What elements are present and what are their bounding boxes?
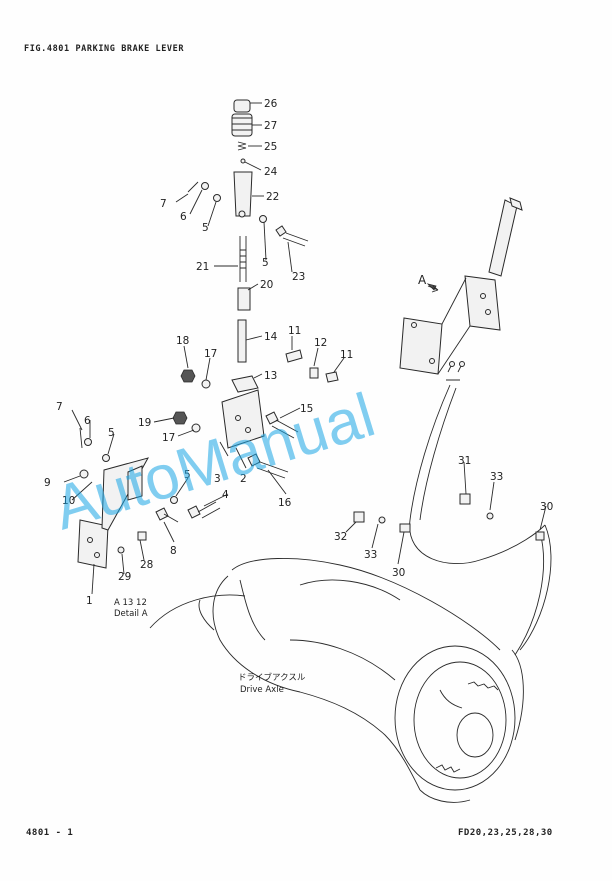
- page-number: 4801 - 1: [26, 828, 74, 838]
- callout: 11: [288, 325, 301, 337]
- callout: 30: [540, 501, 553, 513]
- callout: 5: [184, 469, 191, 481]
- detail-label: Detail A: [114, 609, 148, 619]
- view-label: A: [418, 273, 427, 287]
- callout: 6: [180, 211, 187, 223]
- callout: 32: [334, 531, 347, 543]
- callout: 4: [222, 489, 229, 501]
- callout: 8: [170, 545, 177, 557]
- callout: 25: [264, 141, 277, 153]
- callout: 31: [458, 455, 471, 467]
- callout: 12: [314, 337, 327, 349]
- callout: 33: [364, 549, 377, 561]
- callout: 26: [264, 98, 278, 110]
- callout: 3: [214, 473, 221, 485]
- callout: 19: [138, 417, 151, 429]
- callout: 33: [490, 471, 503, 483]
- callout: 5: [108, 427, 115, 439]
- callout: 22: [266, 191, 279, 203]
- brake-cable-drawing: [399, 361, 552, 656]
- callout: 20: [260, 279, 273, 291]
- figure-title: FIG.4801 PARKING BRAKE LEVER: [24, 44, 185, 54]
- callout: 11: [340, 349, 353, 361]
- detail-ticks: A 13 12: [114, 598, 147, 608]
- view-arrow-icon: [427, 285, 439, 293]
- callout: 17: [204, 348, 217, 360]
- watermark-text: AutoManual: [46, 381, 383, 544]
- axle-label-jp: ドライブアクスル: [238, 672, 306, 683]
- callout: 1: [86, 595, 93, 607]
- axle-label-en: Drive Axle: [240, 685, 284, 695]
- callout: 7: [56, 401, 63, 413]
- model-list: FD20,23,25,28,30: [458, 828, 553, 838]
- callout: 30: [392, 567, 405, 579]
- parking-lever-assembly: [399, 197, 523, 375]
- callout: 23: [292, 271, 305, 283]
- callout: 2: [240, 473, 247, 485]
- callout: 5: [262, 257, 269, 269]
- callout: 17: [162, 432, 175, 444]
- callout-leaders: [63, 102, 547, 595]
- callout: 5: [202, 222, 209, 234]
- callout: 27: [264, 120, 277, 132]
- lever-linkage-parts: [77, 99, 494, 569]
- callout: 13: [264, 370, 277, 382]
- callout: 9: [44, 477, 51, 489]
- callout: 14: [264, 331, 278, 343]
- callout: 10: [62, 495, 75, 507]
- callout-labels: 26 27 25 24 22 7 6 5 5 23 21 20 14 11 12…: [44, 98, 553, 607]
- callout: 24: [264, 166, 278, 178]
- callout: 28: [140, 559, 153, 571]
- callout: 29: [118, 571, 131, 583]
- callout: 21: [196, 261, 209, 273]
- callout: 18: [176, 335, 189, 347]
- drive-axle-drawing: [149, 557, 524, 803]
- callout: 7: [160, 198, 167, 210]
- callout: 6: [84, 415, 91, 427]
- callout: 15: [300, 403, 313, 415]
- callout: 16: [278, 497, 292, 509]
